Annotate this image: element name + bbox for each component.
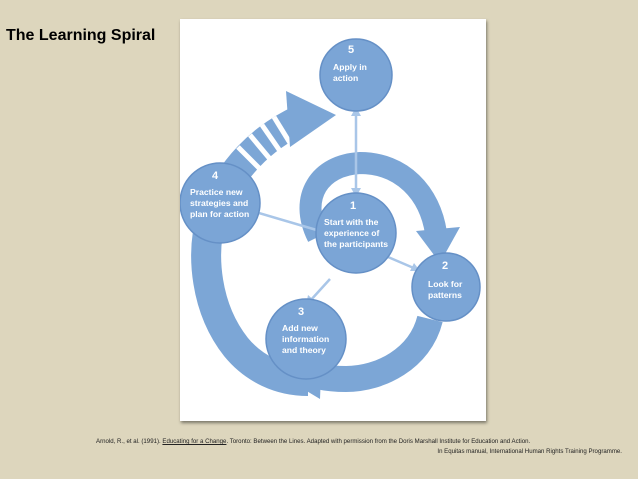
node-2: 2 Look for patterns [411, 252, 481, 322]
svg-text:plan for action: plan for action [190, 209, 249, 219]
svg-text:5: 5 [348, 44, 354, 56]
citation: Arnold, R., et al. (1991). Educating for… [96, 437, 622, 457]
svg-text:experience of: experience of [324, 228, 380, 238]
svg-text:4: 4 [212, 170, 219, 182]
inner-arrowhead [416, 227, 460, 263]
outer-spiral-arrow [191, 105, 309, 396]
node-1: 1 Start with the experience of the parti… [315, 192, 397, 274]
svg-text:patterns: patterns [428, 290, 462, 300]
svg-text:1: 1 [350, 200, 356, 212]
citation-rest: . Toronto: Between the Lines. Adapted wi… [226, 438, 531, 445]
svg-text:Start with the: Start with the [324, 217, 379, 227]
svg-text:3: 3 [298, 306, 304, 318]
node-5: 5 Apply in action [319, 38, 393, 112]
svg-text:and theory: and theory [282, 345, 326, 355]
node-3: 3 Add new information and theory [265, 298, 347, 380]
learning-spiral-diagram: 5 Apply in action 4 Practice new strateg… [180, 19, 486, 421]
node-4: 4 Practice new strategies and plan for a… [180, 162, 261, 244]
inner-spiral-arrow [299, 151, 447, 242]
connectors [251, 113, 417, 302]
svg-text:action: action [333, 73, 358, 83]
spiral-svg: 5 Apply in action 4 Practice new strateg… [180, 38, 481, 399]
citation-line-1: Arnold, R., et al. (1991). Educating for… [96, 437, 622, 447]
svg-text:the participants: the participants [324, 239, 388, 249]
citation-book-title: Educating for a Change [162, 438, 227, 445]
svg-text:Look for: Look for [428, 279, 463, 289]
outer-arrow-stripes [236, 115, 293, 171]
slide-title: The Learning Spiral [6, 27, 156, 44]
svg-text:strategies and: strategies and [190, 198, 248, 208]
citation-line-2: In Equitas manual, International Human R… [437, 448, 622, 455]
svg-text:Add new: Add new [282, 323, 318, 333]
svg-text:2: 2 [442, 260, 448, 272]
citation-authors: Arnold, R., et al. (1991). [96, 438, 161, 445]
svg-text:information: information [282, 334, 329, 344]
svg-text:Practice new: Practice new [190, 187, 243, 197]
svg-text:Apply in: Apply in [333, 62, 367, 72]
outer-arrowhead [286, 91, 336, 147]
